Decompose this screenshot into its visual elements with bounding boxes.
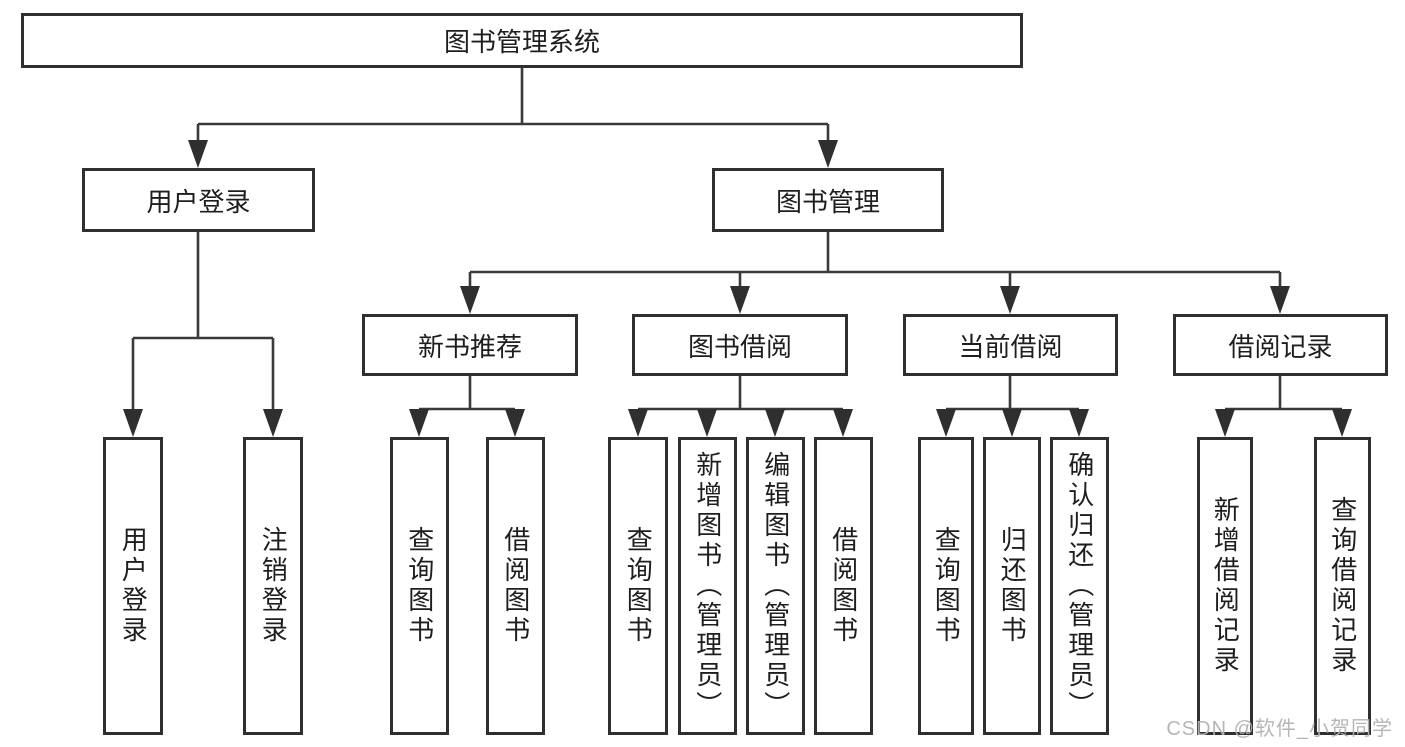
arrow-down-icon xyxy=(188,140,208,168)
node-label: 编辑图书（管理员） xyxy=(760,451,791,721)
connector-paths xyxy=(131,68,1344,413)
arrow-down-icon xyxy=(1069,409,1089,437)
arrow-down-icon xyxy=(697,409,717,437)
node-label: 查询图书 xyxy=(623,526,654,646)
arrow-down-icon xyxy=(1332,409,1352,437)
node-label: 注销登录 xyxy=(258,526,289,646)
node-label: 当前借阅 xyxy=(958,331,1063,362)
node-logout-action: 注销登录 xyxy=(243,437,303,735)
arrow-down-icon xyxy=(1215,409,1235,437)
node-label: 查询图书 xyxy=(931,526,962,646)
arrow-down-icon xyxy=(263,409,283,437)
node-cb-return-books: 归还图书 xyxy=(983,437,1041,735)
node-label: 借阅图书 xyxy=(500,526,531,646)
node-label: 用户登录 xyxy=(118,526,149,646)
node-label: 查询借阅记录 xyxy=(1327,496,1358,676)
node-label: 借阅图书 xyxy=(828,526,859,646)
arrow-down-icon xyxy=(936,409,956,437)
node-label: 用户登录 xyxy=(146,186,251,217)
arrow-down-icon xyxy=(1002,409,1022,437)
node-label: 借阅记录 xyxy=(1228,331,1333,362)
node-user-login: 用户登录 xyxy=(82,168,315,232)
arrow-down-icon xyxy=(730,286,750,314)
node-bb-edit-books-admin: 编辑图书（管理员） xyxy=(746,437,805,735)
node-library-management-system: 图书管理系统 xyxy=(21,13,1023,68)
node-label: 图书管理系统 xyxy=(443,27,600,57)
node-bb-add-books-admin: 新增图书（管理员） xyxy=(678,437,737,735)
node-label: 查询图书 xyxy=(404,526,435,646)
arrow-down-icon xyxy=(1270,286,1290,314)
arrowheads xyxy=(123,140,1352,437)
node-label: 确认归还（管理员） xyxy=(1064,451,1095,721)
node-borrowing-records: 借阅记录 xyxy=(1173,314,1388,376)
arrow-down-icon xyxy=(765,409,785,437)
arrow-down-icon xyxy=(505,409,525,437)
node-bb-query-books: 查询图书 xyxy=(608,437,668,735)
node-br-query-record: 查询借阅记录 xyxy=(1314,437,1371,735)
arrow-down-icon xyxy=(1000,286,1020,314)
arrow-down-icon xyxy=(123,409,143,437)
node-label: 新书推荐 xyxy=(417,331,522,362)
node-book-management: 图书管理 xyxy=(712,168,944,232)
arrow-down-icon xyxy=(833,409,853,437)
arrow-down-icon xyxy=(818,140,838,168)
node-bb-borrow-books: 借阅图书 xyxy=(814,437,873,735)
arrow-down-icon xyxy=(460,286,480,314)
node-label: 新增借阅记录 xyxy=(1210,496,1241,676)
node-label: 图书借阅 xyxy=(687,331,792,362)
node-rec-borrow-books: 借阅图书 xyxy=(486,437,545,735)
node-br-add-record: 新增借阅记录 xyxy=(1197,437,1253,735)
watermark: CSDN @软件_小贺同学 xyxy=(1166,718,1393,740)
node-label: 新增图书（管理员） xyxy=(692,451,723,721)
node-cb-query-books: 查询图书 xyxy=(918,437,974,735)
node-user-login-action: 用户登录 xyxy=(103,437,163,735)
node-current-borrowing: 当前借阅 xyxy=(903,314,1118,376)
node-cb-confirm-return-admin: 确认归还（管理员） xyxy=(1050,437,1109,735)
node-book-borrowing: 图书借阅 xyxy=(632,314,848,376)
node-label: 图书管理 xyxy=(775,186,880,217)
node-rec-query-books: 查询图书 xyxy=(390,437,449,735)
node-label: 归还图书 xyxy=(997,526,1028,646)
node-new-book-recommendation: 新书推荐 xyxy=(362,314,578,376)
arrow-down-icon xyxy=(628,409,648,437)
arrow-down-icon xyxy=(409,409,429,437)
